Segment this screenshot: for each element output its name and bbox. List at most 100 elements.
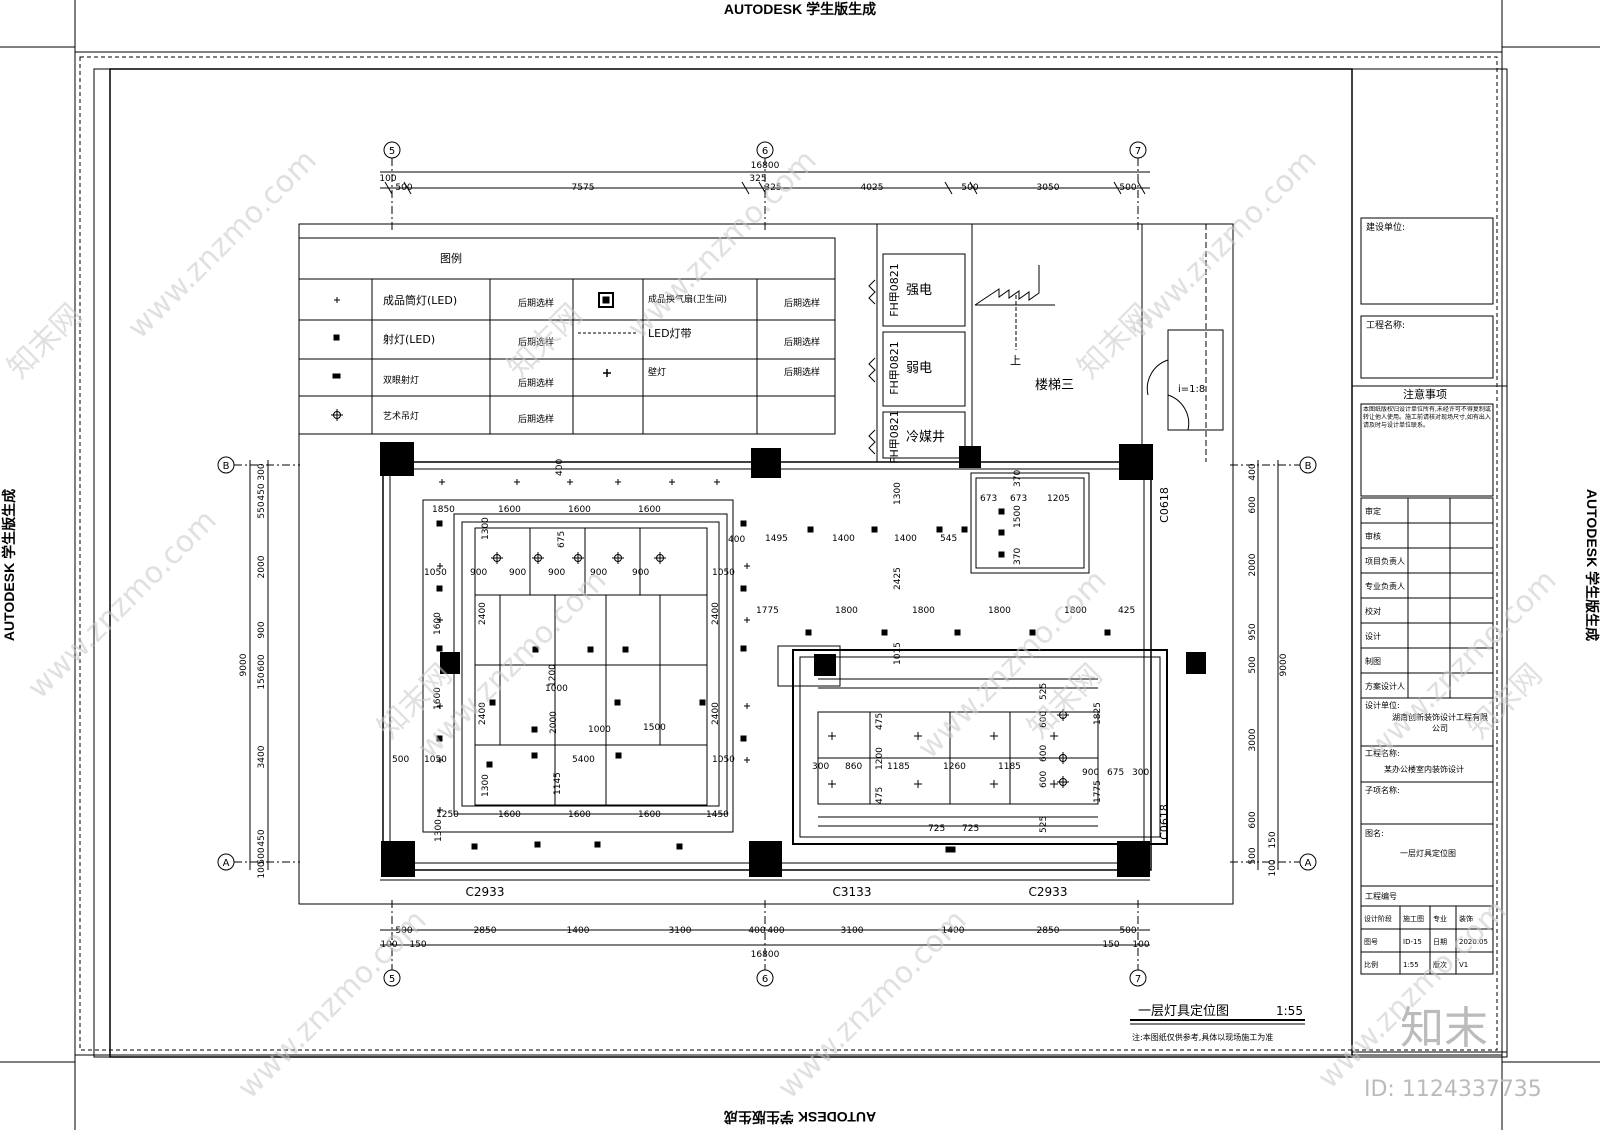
dim-left-3400: 3400 (257, 745, 267, 768)
dim-b425: 425 (1118, 606, 1135, 616)
drawing-title-scale: 1:55 (1276, 1004, 1303, 1018)
grid-row-b: B (223, 461, 230, 472)
dim-b1800d: 1800 (1064, 606, 1087, 616)
dim-right-500a: 500 (1248, 656, 1258, 673)
dimension-lines-bottom (380, 929, 1150, 946)
dim-500: 500 (392, 755, 409, 765)
dim-b545: 545 (940, 534, 957, 544)
dim-1200: 1200 (548, 664, 558, 687)
spotlights (436, 508, 1111, 853)
drawing-title-name: 一层灯具定位图 (1138, 1004, 1229, 1019)
legend-row1-name: 成品筒灯(LED) (383, 293, 457, 307)
tb-f21: 1:55 (1403, 961, 1419, 969)
dim-d525b: 525 (1039, 816, 1049, 833)
legend-row4-name: 艺术吊灯 (383, 410, 419, 422)
room-stair-three: 楼梯三 (1035, 378, 1074, 393)
dim-bottom-100a: 100 (380, 940, 397, 950)
dim-right-400: 400 (1248, 463, 1258, 480)
window-c0618-bottom: C0618 (1158, 804, 1171, 840)
window-c0618-top: C0618 (1158, 487, 1171, 523)
dim-d1260: 1260 (943, 762, 966, 772)
drawing-title: 一层灯具定位图 1:55 注:本图纸仅供参考,具体以现场施工为准 (1130, 1004, 1305, 1042)
grid-row-a-right: A (1305, 858, 1312, 869)
dim-900-b: 900 (509, 568, 526, 578)
autodesk-left-text: AUTODESK 学生版生成 (1, 489, 17, 641)
tb-f20: 比例 (1364, 960, 1378, 969)
dim-left-450b: 450 (257, 829, 267, 846)
dim-2000: 2000 (549, 711, 559, 734)
dim-d300b: 300 (1132, 768, 1149, 778)
dim-d1825: 1825 (1093, 702, 1103, 725)
dim-left-500: 500 (257, 847, 267, 864)
dim-bottom-1400a: 1400 (567, 926, 590, 936)
tb-sub-label: 子项名称: (1365, 785, 1400, 795)
tb-f23: V1 (1459, 961, 1468, 969)
dim-top-500b: 500 (961, 183, 978, 193)
tb-role-3: 项目负责人 (1365, 556, 1405, 566)
watermark-site-1: www.znzmo.com (121, 143, 324, 346)
tb-field1: 建设单位: (1366, 221, 1405, 233)
dim-left-550: 550 (257, 501, 267, 518)
dim-c673a: 673 (980, 494, 997, 504)
dim-b1800b: 1800 (912, 606, 935, 616)
tb-drawing: 一层灯具定位图 (1400, 848, 1456, 858)
dim-left-450: 450 (257, 483, 267, 500)
autodesk-top-text: AUTODESK 学生版生成 (724, 1, 876, 17)
legend-row2-name: 射灯(LED) (383, 332, 435, 346)
site-watermarks: www.znzmo.com www.znzmo.com www.znzmo.co… (1, 143, 1564, 1106)
dimension-lines-top (380, 171, 1150, 195)
tb-f03: 装饰 (1459, 914, 1473, 923)
tb-role-5: 校对 (1365, 606, 1381, 616)
dim-bottom-1400b: 1400 (942, 926, 965, 936)
tb-f01: 施工图 (1403, 914, 1424, 923)
dimension-lines-sides (249, 460, 1279, 870)
dim-b1775: 1775 (756, 606, 779, 616)
dim-b1400b: 1400 (894, 534, 917, 544)
shafts-and-stair (868, 224, 1224, 462)
legend-symbols (331, 292, 637, 421)
dim-1000-b: 1000 (588, 725, 611, 735)
dim-900-a: 900 (470, 568, 487, 578)
stair-up-label: 上 (1010, 354, 1021, 367)
dim-c1205: 1205 (1047, 494, 1070, 504)
legend-row2-name2: LED灯带 (648, 327, 692, 340)
dim-b1300: 1300 (893, 482, 903, 505)
ceiling-right (792, 472, 1168, 845)
dim-1050-a: 1050 (424, 568, 447, 578)
dim-900-c: 900 (548, 568, 565, 578)
grid-col-5: 5 (389, 146, 395, 157)
dim-bottom-500b: 500 (1119, 926, 1136, 936)
room-weak-power: 弱电 (906, 361, 932, 376)
dim-1600-c: 1600 (638, 505, 661, 515)
drawing-title-note: 注:本图纸仅供参考,具体以现场施工为准 (1132, 1032, 1273, 1042)
image-id: ID: 1124337735 (1364, 1077, 1542, 1102)
watermark-site-4: www.znzmo.com (21, 503, 224, 706)
dim-top-100: 100 (379, 174, 396, 184)
dim-right-total: 9000 (1279, 653, 1289, 676)
dim-1300-b: 1300 (481, 774, 491, 797)
dim-1050-d: 1050 (712, 755, 735, 765)
door-fh1: FH甲0821 (888, 263, 901, 317)
dim-total-bottom: 16800 (751, 950, 780, 960)
dim-d475a: 475 (875, 713, 885, 730)
tb-no-label: 工程编号 (1365, 891, 1397, 901)
dim-900-d: 900 (590, 568, 607, 578)
legend-row3-name2: 壁灯 (648, 366, 666, 378)
tb-project-label: 工程名称: (1365, 748, 1400, 758)
door-fh3: FH甲0821 (888, 410, 901, 464)
dim-bottom-400b: 400 (767, 926, 784, 936)
window-c3133: C3133 (833, 885, 872, 899)
dim-d1185a: 1185 (887, 762, 910, 772)
tb-role-7: 制图 (1365, 656, 1381, 666)
dim-1450: 1450 (706, 810, 729, 820)
dim-right-950: 950 (1248, 623, 1258, 640)
dim-bottom-100b: 100 (1132, 940, 1149, 950)
dim-left-100: 100 (257, 861, 267, 878)
dim-1600-f: 1600 (498, 810, 521, 820)
dim-1600-g: 1600 (568, 810, 591, 820)
tb-notes-body-wrap: 本图纸版权归设计单位所有,未经许可不得复制或转让他人使用。施工前请核对现场尺寸,… (1363, 406, 1491, 429)
grid-labels: 5 6 7 5 6 7 B B A A (223, 146, 1312, 985)
dim-1145: 1145 (553, 772, 563, 795)
dimension-text-top: 16800 100 325 500 7575 325 4025 500 3050… (379, 161, 1136, 193)
